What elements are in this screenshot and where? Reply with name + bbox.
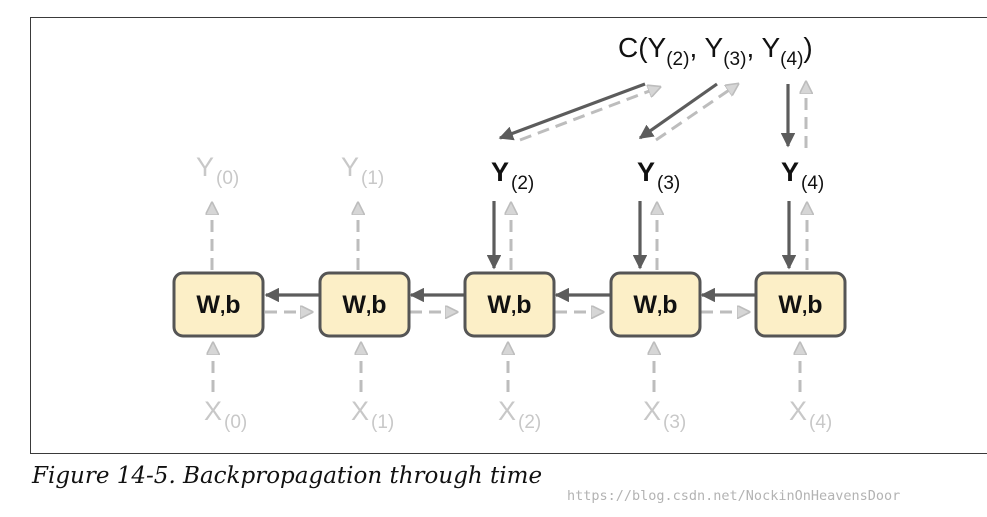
output-label-y1: Y(1)	[341, 152, 384, 189]
rnn-cell-4: W,b	[754, 271, 847, 338]
input-label-x2: X(2)	[498, 396, 541, 433]
output-to-cost-arrows	[519, 82, 806, 148]
rnn-cell-3: W,b	[609, 271, 702, 338]
input-label-x3: X(3)	[643, 396, 686, 433]
rnn-cells: W,b W,b W,b W,b W,b	[172, 271, 847, 338]
cell-4-label: W,b	[778, 291, 822, 319]
cell-0-label: W,b	[196, 291, 240, 319]
rnn-cell-2: W,b	[463, 271, 556, 338]
y3-to-cost-arrow	[655, 84, 738, 142]
output-label-y0: Y(0)	[196, 152, 239, 189]
input-label-x0: X(0)	[204, 396, 247, 433]
watermark-url: https://blog.csdn.net/NockinOnHeavensDoo…	[567, 488, 901, 504]
cell-1-label: W,b	[342, 291, 386, 319]
input-arrows	[213, 343, 800, 392]
output-labels: Y(0) Y(1) Y(2) Y(3) Y(4)	[196, 152, 824, 194]
output-label-y2: Y(2)	[491, 157, 534, 194]
input-label-x1: X(1)	[351, 396, 394, 433]
cost-to-y2-gradient-arrow	[498, 82, 646, 141]
input-labels: X(0) X(1) X(2) X(3) X(4)	[204, 396, 832, 433]
input-label-x4: X(4)	[789, 396, 832, 433]
figure-caption: Figure 14-5. Backpropagation through tim…	[32, 463, 543, 489]
y2-to-cost-arrow	[519, 87, 660, 142]
cost-function-label: C(Y(2), Y(3), Y(4))	[618, 32, 813, 70]
figure-frame	[30, 17, 987, 454]
cell-3-label: W,b	[633, 291, 677, 319]
output-gradient-arrows	[486, 201, 797, 270]
cost-gradient-arrows	[498, 82, 796, 148]
cell-2-label: W,b	[487, 291, 531, 319]
output-label-y3: Y(3)	[637, 157, 680, 194]
output-label-y4: Y(4)	[781, 157, 824, 194]
rnn-cell-0: W,b	[172, 271, 265, 338]
cell-to-output-arrows	[212, 203, 807, 270]
cost-to-y3-gradient-arrow	[638, 82, 718, 140]
rnn-cell-1: W,b	[318, 271, 411, 338]
